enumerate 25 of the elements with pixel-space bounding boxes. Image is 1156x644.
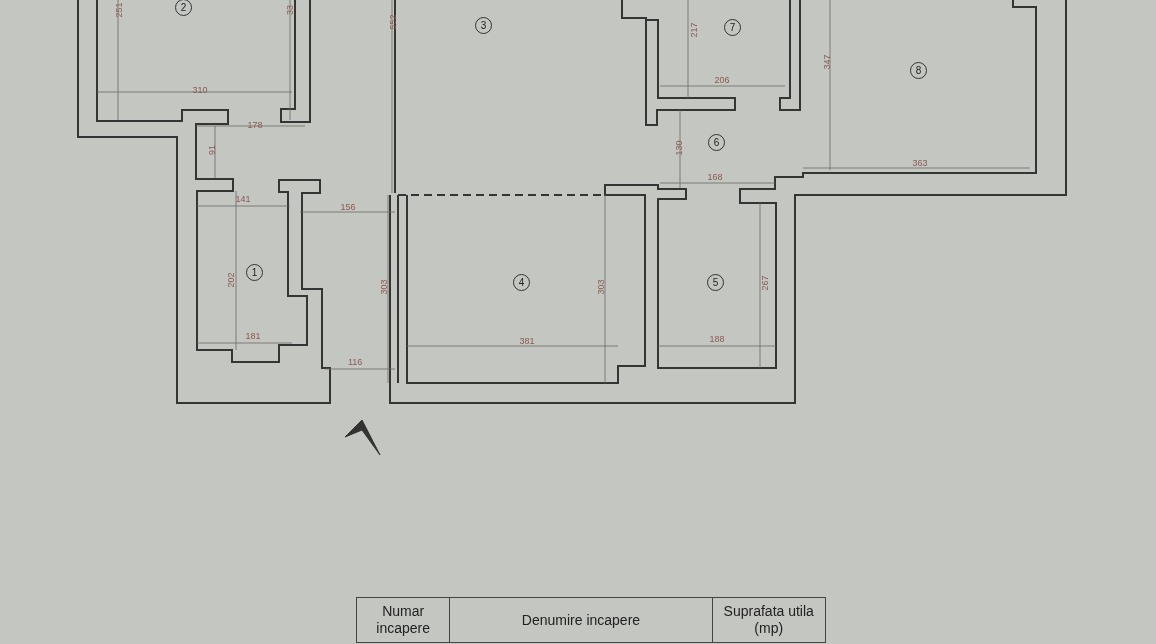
dimension-label: 251 (113, 2, 123, 18)
dimension-label: 347 (821, 54, 831, 70)
table-header-cell: Suprafata utila (mp) (712, 597, 826, 643)
dimension-label: 181 (245, 331, 261, 341)
dimension-label: 552 (387, 14, 397, 30)
dimension-label: 381 (519, 336, 535, 346)
dimension-label: 303 (595, 279, 605, 295)
table-header-cell: Numar incapere (356, 597, 450, 643)
dimension-label: 188 (709, 334, 725, 344)
dimension-label: 363 (912, 158, 928, 168)
dimension-label: 217 (688, 22, 698, 38)
dimension-label: 116 (348, 357, 363, 367)
dimension-label: 202 (225, 272, 235, 288)
dimension-label: 33 (285, 5, 295, 15)
dimension-label: 141 (235, 194, 251, 204)
dimension-label: 206 (714, 75, 730, 85)
dimension-label: 130 (673, 140, 683, 156)
dimension-label: 168 (707, 172, 723, 182)
dimension-label: 178 (247, 120, 263, 130)
dimension-label: 303 (378, 279, 388, 295)
dimension-label: 267 (759, 275, 769, 291)
dimension-label: 310 (192, 85, 208, 95)
table-header-cell: Denumire incapere (449, 597, 712, 643)
dimension-label: 156 (340, 202, 356, 212)
dimension-label: 91 (207, 145, 217, 155)
